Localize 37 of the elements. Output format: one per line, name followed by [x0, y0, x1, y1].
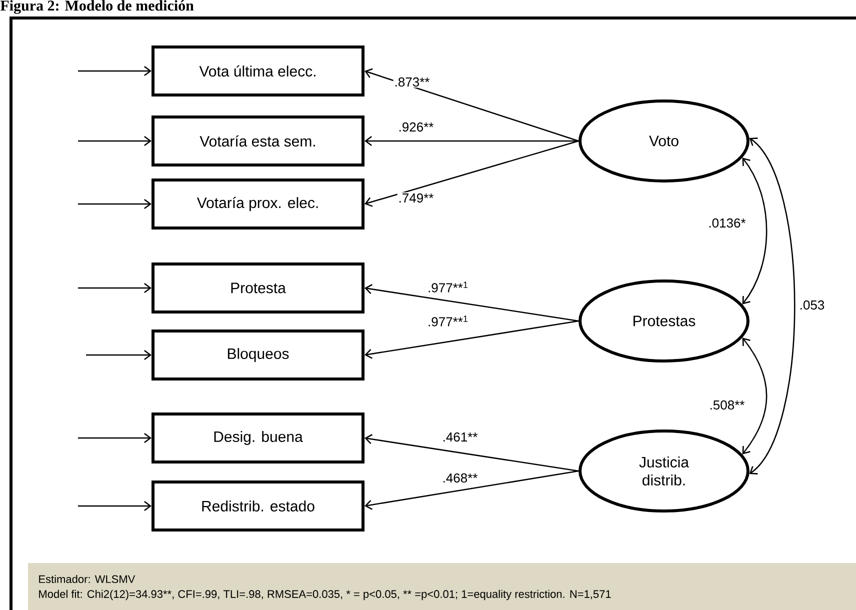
edge-label: .977**$^{1}$ [426, 280, 470, 294]
edge-label: .468** [441, 472, 479, 484]
figure-title: Figura 2: Modelo de medición [0, 0, 194, 14]
correlation-arrow [749, 138, 796, 474]
edge-label: .977**$^{1}$ [426, 314, 470, 328]
loading-arrow [364, 320, 579, 359]
error-arrow [86, 350, 152, 360]
error-arrow [78, 432, 152, 444]
error-arrow [78, 136, 152, 146]
indicator-box: Desig. buena [152, 412, 364, 464]
note-text: Estimador: WLSMV [39, 574, 136, 584]
error-arrow [78, 500, 152, 512]
loading-arrow [364, 136, 578, 146]
indicator-box: Redistrib. estado [152, 480, 364, 532]
indicator-box: Votaría esta sem. [152, 116, 364, 166]
loading-arrow [364, 68, 579, 142]
loading-arrow [364, 140, 579, 207]
indicator-box: Bloqueos [152, 330, 364, 380]
error-arrow [78, 66, 152, 76]
loading-arrow [364, 470, 579, 510]
correlation-arrow [742, 338, 768, 454]
edge-label: .749** [397, 192, 435, 204]
edge-label: .0136* [707, 217, 747, 229]
edge-label: .508** [708, 399, 746, 411]
loading-arrow [364, 284, 579, 322]
loading-arrow [364, 434, 579, 472]
indicator-box: Votaría prox. elec. [152, 178, 364, 230]
indicator-box: Protesta [152, 262, 364, 314]
edge-label: .926** [397, 121, 435, 133]
indicator-box: Vota última elecc. [152, 46, 364, 96]
error-arrow [78, 198, 152, 210]
edge-label: .461** [441, 431, 479, 443]
note-text: Model fit: Chi2(12)=34.93**, CFI=.99, TLI=.98, RMSEA=0.035, * = p<0.05, ** =p<0.01; 1=equality restriction. N=1,571 [39, 590, 611, 600]
correlation-arrow [742, 158, 768, 304]
error-arrow [78, 282, 152, 294]
edge-label: .873** [393, 76, 431, 88]
edge-label: .053 [798, 299, 826, 311]
